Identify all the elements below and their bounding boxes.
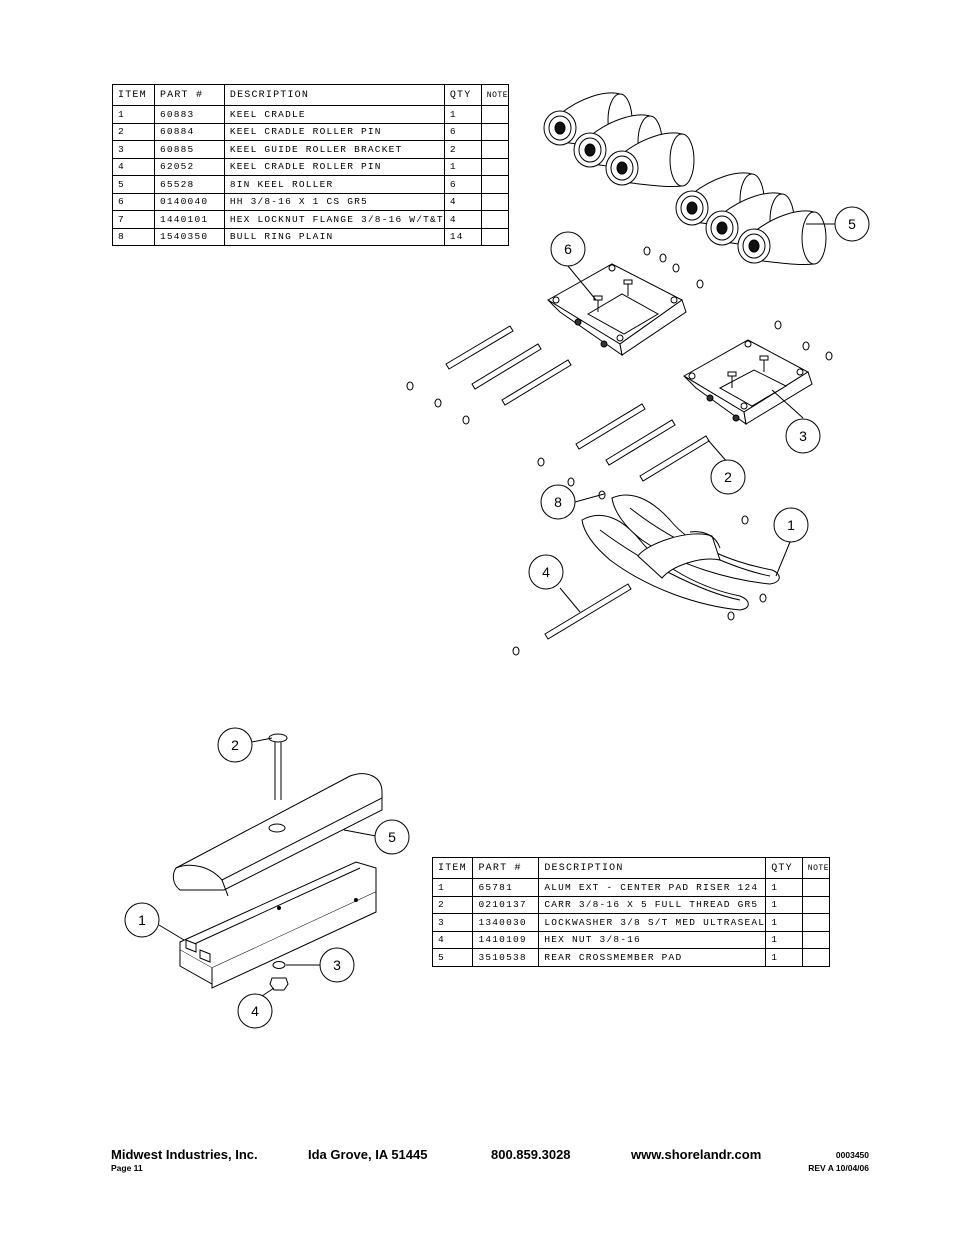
footer-website[interactable]: www.shorelandr.com [631,1147,762,1162]
keel-guide-roller-bracket-upper [547,263,687,357]
cell-qty: 14 [443,227,482,246]
header-description: DESCRIPTION [538,857,767,879]
callout-6-label: 6 [564,241,572,257]
callout-1: 1 [773,507,809,543]
footer-phone: 800.859.3028 [491,1147,571,1162]
lower-callout-1: 1 [124,902,160,938]
table-header-row: ITEM PART # DESCRIPTION QTY NOTE [112,84,510,106]
header-part: PART # [153,84,225,106]
upper-callout-leaders [559,223,837,613]
footer-doc-number: 0003450 [835,1150,869,1160]
lower-callout-1-label: 1 [138,912,146,928]
footer-company: Midwest Industries, Inc. [111,1147,258,1162]
callout-8: 8 [540,484,576,520]
cell-item: 5 [431,948,474,967]
header-qty: QTY [765,857,803,879]
lower-callout-2: 2 [217,727,253,763]
carriage-bolt [268,733,288,800]
callout-1-label: 1 [787,517,795,533]
callout-6: 6 [550,231,586,267]
center-pad-riser-extrusion [179,861,377,989]
header-note: NOTE [480,84,510,106]
lower-callout-3-label: 3 [333,957,341,973]
keel-cradle [581,494,780,611]
footer-revision: REV A 10/04/06 [808,1163,869,1173]
callout-5: 5 [834,206,870,242]
cell-note [801,948,831,967]
lower-callout-4-label: 4 [251,1003,259,1019]
header-item: ITEM [431,857,474,879]
keel-cradle-roller-pins [445,325,710,640]
footer-city: Ida Grove, IA 51445 [308,1147,428,1162]
callout-2: 2 [710,459,746,495]
lower-callout-5-label: 5 [388,829,396,845]
lower-callout-3: 3 [319,947,355,983]
callout-3: 3 [785,418,821,454]
lower-callout-4: 4 [237,993,273,1029]
keel-roller-group-b [675,172,827,265]
header-item: ITEM [112,84,155,106]
lower-callout-leaders [158,737,377,997]
cell-qty: 1 [765,948,803,967]
callout-8-label: 8 [554,494,562,510]
keel-roller-group-a [543,92,695,187]
callout-4: 4 [528,554,564,590]
keel-guide-roller-bracket-lower [683,339,813,426]
callout-4-label: 4 [542,564,550,580]
callout-2-label: 2 [724,469,732,485]
callout-5-label: 5 [848,216,856,232]
fastener-rings [406,246,833,656]
header-qty: QTY [443,84,482,106]
lower-callout-2-label: 2 [231,737,239,753]
header-description: DESCRIPTION [223,84,445,106]
cell-description: BULL RING PLAIN [223,227,445,246]
footer-page-number: Page 11 [111,1163,143,1173]
cell-note [480,227,510,246]
cell-description: REAR CROSSMEMBER PAD [538,948,767,967]
lockwasher-and-nut [269,961,289,991]
table-header-row: ITEM PART # DESCRIPTION QTY NOTE [431,857,831,879]
header-note: NOTE [801,857,831,879]
lower-callout-5: 5 [374,819,410,855]
callout-3-label: 3 [799,428,807,444]
rear-crossmember-pad [172,773,383,897]
